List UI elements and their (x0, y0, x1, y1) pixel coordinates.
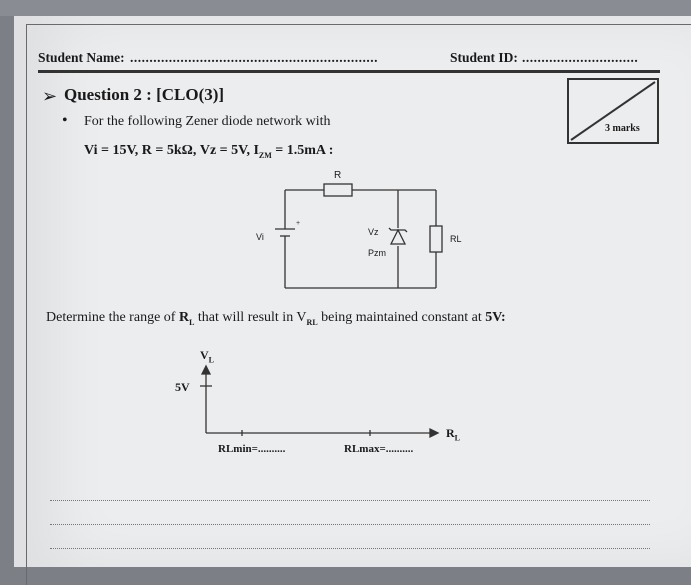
x-axis-label-sub: L (454, 433, 461, 443)
marks-box (567, 78, 659, 144)
resistor-rl (429, 225, 443, 253)
determine-vrl-sub: RL (306, 317, 318, 327)
determine-middle: that will result in V (194, 310, 307, 325)
marks-diagonal (570, 81, 656, 141)
vi-label: Vi (256, 232, 264, 242)
rl-label: RL (450, 234, 462, 244)
y-axis-label-sub: L (208, 355, 215, 365)
y-axis-label-text: V (200, 348, 209, 362)
marks-label: 3 marks (605, 123, 640, 134)
student-name-field[interactable]: ........................................… (130, 50, 378, 65)
question-intro: For the following Zener diode network wi… (84, 114, 331, 129)
params-subscript: ZM (258, 150, 272, 160)
pzm-label: Pzm (368, 248, 386, 258)
arrow-bullet-icon: ➢ (42, 86, 58, 106)
zener-circuit-diagram: + (275, 183, 443, 289)
determine-rl-sub: L (189, 317, 195, 327)
rl-min-field[interactable]: RLmin=.......... (218, 443, 286, 455)
x-axis-label: RL (446, 426, 460, 442)
student-info-row: Student Name: ..........................… (38, 50, 660, 70)
resistor-r (323, 183, 353, 197)
determine-prefix: Determine the range of (46, 310, 179, 325)
params-end: = 1.5mA : (271, 143, 334, 158)
rl-max-field[interactable]: RLmax=.......... (344, 443, 414, 455)
student-id-field[interactable]: .............................. (522, 50, 639, 65)
background-strip (0, 0, 691, 16)
header-rule (38, 70, 660, 73)
exam-paper (14, 16, 691, 567)
determine-suffix: being maintained constant at (317, 310, 486, 325)
y-tick-label: 5V (175, 380, 190, 394)
determine-value: 5V: (485, 310, 506, 325)
battery-plus-sign: + (296, 220, 300, 227)
zener-diode-icon (388, 227, 408, 245)
y-axis-label: VL (200, 348, 214, 364)
determine-instruction: Determine the range of RL that will resu… (46, 310, 506, 327)
question-title: Question 2 : [CLO(3)] (64, 85, 225, 104)
params-text: Vi = 15V, R = 5kΩ, Vz = 5V, I (84, 143, 259, 158)
r-label: R (334, 170, 342, 181)
bullet-icon: • (62, 112, 68, 129)
determine-rl: R (178, 310, 190, 325)
answer-line-2[interactable] (50, 524, 650, 525)
answer-line-3[interactable] (50, 548, 650, 549)
answer-line-1[interactable] (50, 500, 650, 501)
student-name-label: Student Name: (38, 50, 125, 65)
paper-border (26, 24, 691, 585)
vz-label: Vz (368, 227, 379, 237)
student-id-label: Student ID: (450, 50, 518, 65)
x-axis-label-text: R (446, 426, 455, 440)
question-params: Vi = 15V, R = 5kΩ, Vz = 5V, IZM = 1.5mA … (84, 143, 333, 160)
